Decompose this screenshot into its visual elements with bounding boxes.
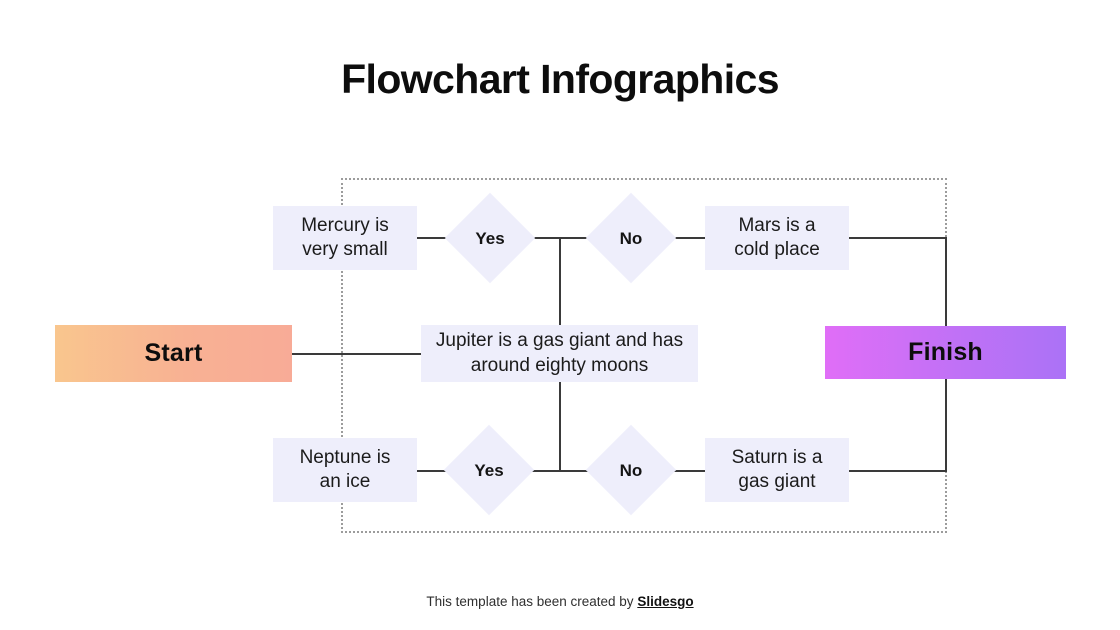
connector-center-rail-lower <box>559 382 561 471</box>
footer-credit-text: This template has been created by <box>426 594 634 609</box>
page-title: Flowchart Infographics <box>341 56 779 102</box>
decision-diamond-bottom-yes-label: Yes <box>474 461 504 480</box>
connector-neptune-to-yes <box>417 470 457 472</box>
decision-diamond-top-yes-label: Yes <box>475 229 505 248</box>
connector-mercury-to-yes <box>417 237 458 239</box>
start-terminal-button[interactable]: Start <box>55 325 292 382</box>
connector-saturn-to-rail <box>849 470 947 472</box>
finish-terminal-button[interactable]: Finish <box>825 326 1066 379</box>
finish-terminal-label: Finish <box>908 338 983 366</box>
start-terminal-label: Start <box>144 339 203 367</box>
connector-no-to-saturn <box>663 470 705 472</box>
decision-diamond-top-no-label: No <box>619 229 643 248</box>
connector-start-to-center <box>292 353 421 355</box>
footer-credit: This template has been created by Slides… <box>0 594 1120 609</box>
connector-center-rail-upper <box>559 237 561 325</box>
connector-no-to-mars <box>663 237 705 239</box>
decision-diamond-bottom-no-label: No <box>619 461 643 480</box>
connector-mars-to-rail <box>849 237 947 239</box>
connector-yes-to-no-bottom <box>521 470 599 472</box>
process-box-jupiter-text: Jupiter is a gas giant and has around ei… <box>435 330 684 376</box>
slidesgo-link[interactable]: Slidesgo <box>637 594 694 609</box>
process-box-jupiter[interactable]: Jupiter is a gas giant and has around ei… <box>421 325 698 382</box>
